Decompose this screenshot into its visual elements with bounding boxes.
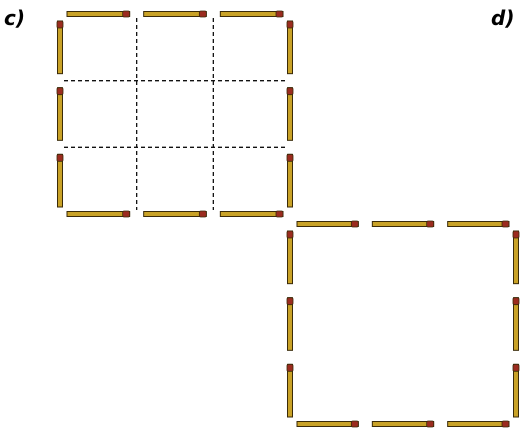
matchstick-top [297,221,358,227]
matchstick-head [502,421,509,427]
matchstick-head [123,211,130,217]
matchstick-left [287,298,293,351]
matchstick-body [288,154,293,207]
matchstick-head [427,221,434,227]
matchstick-body [288,88,293,141]
matchstick-right [287,21,293,74]
matchstick-bottom [67,211,130,217]
matchstick-head [199,211,206,217]
matchstick-head [123,11,130,17]
matchstick-right [287,88,293,141]
matchstick-head [57,154,63,161]
matchstick-head [287,231,293,238]
matchstick-head [513,231,519,238]
matchstick-bottom [297,421,358,427]
matchstick-body [448,422,509,427]
matchstick-body [144,212,207,217]
matchstick-body [144,12,207,17]
matchstick-head [287,154,293,161]
matchstick-head [502,221,509,227]
matchstick-body [288,364,293,417]
matchstick-left [57,154,63,207]
matchstick-body [67,12,130,17]
matchstick-body [372,422,433,427]
matchstick-bottom [144,211,207,217]
matchstick-bottom [448,421,509,427]
matchstick-body [297,222,358,227]
matchstick-head [513,364,519,371]
matchstick-body [297,422,358,427]
matchstick-head [427,421,434,427]
matchstick-head [57,88,63,95]
matchstick-top [448,221,509,227]
matchstick-body [514,364,519,417]
matchstick-left [57,21,63,74]
matchstick-right [513,231,519,284]
matchstick-head [513,298,519,305]
matchstick-body [288,231,293,284]
matchstick-body [58,154,63,207]
matchstick-bottom [372,421,433,427]
matchstick-top [220,11,283,17]
matchstick-body [514,231,519,284]
figure-d-square [287,221,519,427]
matchstick-body [514,298,519,351]
matchstick-head [276,211,283,217]
matchstick-body [288,298,293,351]
matchstick-head [287,364,293,371]
matchstick-left [287,364,293,417]
matchstick-bottom [220,211,283,217]
matchstick-body [372,222,433,227]
matchstick-left [57,88,63,141]
matchstick-body [58,88,63,141]
matchstick-right [513,298,519,351]
matchstick-head [287,298,293,305]
matchstick-body [58,21,63,74]
matchstick-head [351,221,358,227]
matchstick-head [276,11,283,17]
matchstick-head [199,11,206,17]
matchstick-left [287,231,293,284]
figure-c-square [57,11,293,217]
matchstick-body [448,222,509,227]
matchstick-head [57,21,63,28]
matchstick-body [220,212,283,217]
matchstick-right [287,154,293,207]
matchstick-body [67,212,130,217]
matchstick-body [288,21,293,74]
matchstick-right [513,364,519,417]
matchstick-top [372,221,433,227]
matchstick-top [67,11,130,17]
matchstick-body [220,12,283,17]
matchstick-head [287,88,293,95]
matchstick-head [287,21,293,28]
matchstick-top [144,11,207,17]
matchstick-head [351,421,358,427]
